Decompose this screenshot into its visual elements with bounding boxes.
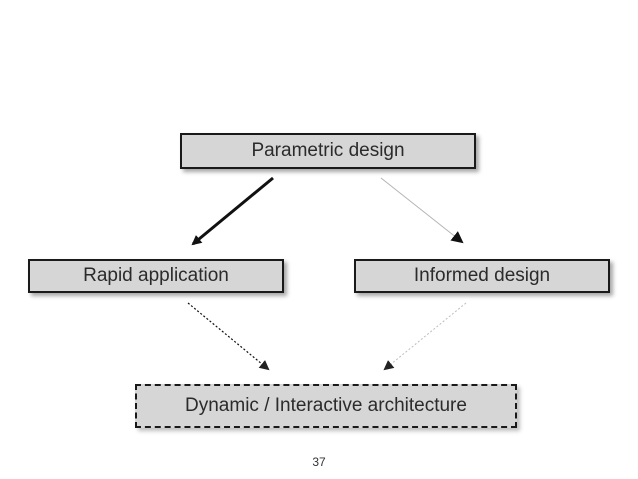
node-parametric-design: Parametric design (180, 133, 476, 169)
edge-informed-to-dynamic (383, 302, 467, 371)
node-label: Dynamic / Interactive architecture (185, 395, 467, 416)
node-label: Rapid application (83, 265, 229, 286)
node-dynamic-interactive-architecture: Dynamic / Interactive architecture (135, 384, 517, 428)
node-label: Informed design (413, 265, 551, 286)
page-number: 37 (312, 455, 326, 469)
node-informed-design: Informed design (354, 259, 610, 293)
edge-rapid-to-dynamic (187, 302, 270, 371)
node-rapid-application: Rapid application (28, 259, 284, 293)
edge-parametric-to-informed (380, 177, 464, 244)
node-label: Parametric design (251, 140, 405, 161)
edge-parametric-to-rapid (191, 176, 274, 246)
